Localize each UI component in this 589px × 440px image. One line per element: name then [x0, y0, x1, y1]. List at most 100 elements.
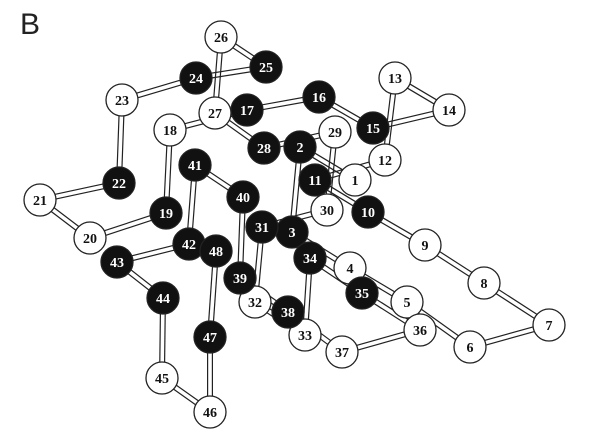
atom-41: 41 [178, 148, 212, 182]
atom-10: 10 [351, 195, 385, 229]
atom-circle [178, 148, 212, 182]
atom-40: 40 [226, 180, 260, 214]
atom-label: 46 [203, 406, 217, 421]
atom-33: 33 [288, 318, 322, 352]
atom-38: 38 [271, 295, 305, 329]
atom-layer: 1234567891011121314151617181920212223242… [23, 20, 566, 429]
atom-48: 48 [199, 234, 233, 268]
atom-12: 12 [368, 143, 402, 177]
atom-circle [271, 295, 305, 329]
atom-4: 4 [333, 251, 367, 285]
atom-27: 27 [198, 96, 232, 130]
atom-label: 4 [347, 262, 354, 277]
atom-5: 5 [390, 285, 424, 319]
atom-26: 26 [204, 20, 238, 54]
atom-17: 17 [230, 93, 264, 127]
atom-label: 45 [155, 372, 169, 387]
atom-label: 42 [182, 238, 196, 253]
atom-label: 16 [312, 91, 326, 106]
atom-circle [408, 228, 442, 262]
atom-circle [238, 285, 272, 319]
atom-23: 23 [105, 83, 139, 117]
atom-label: 10 [361, 206, 375, 221]
atom-44: 44 [146, 281, 180, 315]
atom-label: 18 [163, 124, 177, 139]
atom-label: 24 [189, 72, 203, 87]
atom-circle [245, 210, 279, 244]
atom-label: 25 [259, 61, 273, 76]
atom-circle [100, 245, 134, 279]
atom-label: 17 [240, 104, 254, 119]
atom-28: 28 [247, 131, 281, 165]
atom-45: 45 [145, 361, 179, 395]
atom-circle [73, 221, 107, 255]
atom-label: 38 [281, 306, 295, 321]
atom-label: 35 [355, 287, 369, 302]
atom-11: 11 [298, 163, 332, 197]
atom-circle [199, 234, 233, 268]
atom-label: 19 [159, 207, 173, 222]
atom-label: 39 [233, 272, 247, 287]
atom-label: 14 [442, 104, 456, 119]
atom-circle [293, 241, 327, 275]
atom-circle [193, 395, 227, 429]
atom-circle [432, 93, 466, 127]
atom-circle [356, 111, 390, 145]
atom-46: 46 [193, 395, 227, 429]
atom-label: 5 [404, 296, 411, 311]
atom-circle [310, 193, 344, 227]
atom-circle [283, 130, 317, 164]
atom-2: 2 [283, 130, 317, 164]
atom-circle [226, 180, 260, 214]
atom-42: 42 [172, 227, 206, 261]
atom-label: 3 [289, 226, 296, 241]
atom-label: 48 [209, 245, 223, 260]
atom-30: 30 [310, 193, 344, 227]
atom-label: 8 [481, 277, 488, 292]
atom-circle [453, 330, 487, 364]
atom-43: 43 [100, 245, 134, 279]
atom-label: 1 [352, 174, 359, 189]
atom-47: 47 [193, 320, 227, 354]
atom-label: 44 [156, 292, 170, 307]
atom-37: 37 [325, 335, 359, 369]
atom-label: 20 [83, 232, 97, 247]
atom-9: 9 [408, 228, 442, 262]
atom-21: 21 [23, 183, 57, 217]
atom-label: 23 [115, 94, 129, 109]
atom-circle [247, 131, 281, 165]
atom-39: 39 [223, 261, 257, 295]
atom-34: 34 [293, 241, 327, 275]
atom-label: 31 [255, 221, 269, 236]
atom-32: 32 [238, 285, 272, 319]
atom-15: 15 [356, 111, 390, 145]
atom-label: 27 [208, 107, 222, 122]
atom-label: 7 [546, 319, 553, 334]
atom-label: 15 [366, 122, 380, 137]
atom-8: 8 [467, 266, 501, 300]
atom-circle [298, 163, 332, 197]
atom-label: 13 [388, 72, 402, 87]
atom-circle [249, 50, 283, 84]
atom-16: 16 [302, 80, 336, 114]
atom-6: 6 [453, 330, 487, 364]
atom-label: 9 [422, 239, 429, 254]
atom-label: 37 [335, 346, 349, 361]
atom-14: 14 [432, 93, 466, 127]
atom-label: 32 [248, 296, 262, 311]
atom-label: 22 [112, 177, 126, 192]
atom-29: 29 [318, 115, 352, 149]
atom-24: 24 [179, 61, 213, 95]
atom-25: 25 [249, 50, 283, 84]
atom-circle [198, 96, 232, 130]
atom-circle [102, 166, 136, 200]
atom-22: 22 [102, 166, 136, 200]
atom-label: 33 [298, 329, 312, 344]
atom-31: 31 [245, 210, 279, 244]
atom-19: 19 [149, 196, 183, 230]
atom-label: 43 [110, 256, 124, 271]
atom-label: 26 [214, 31, 228, 46]
atom-label: 2 [297, 141, 304, 156]
atom-circle [390, 285, 424, 319]
